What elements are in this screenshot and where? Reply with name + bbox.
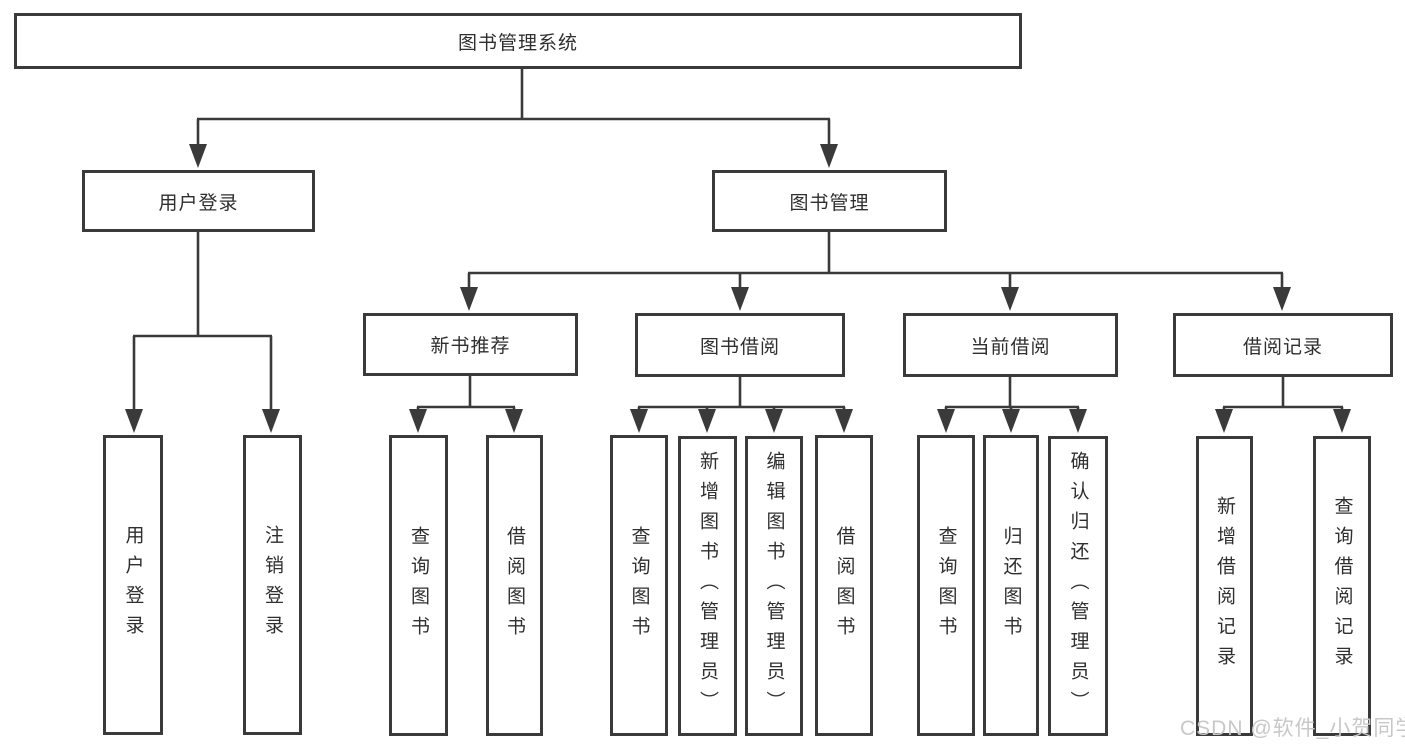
leaf-edit-book-admin-label: 编辑图书（管理员） <box>763 451 785 721</box>
leaf-borrow-book-1: 借阅图书 <box>486 435 543 736</box>
leaf-borrow-book-2-label: 借阅图书 <box>833 525 855 646</box>
leaf-edit-book-admin: 编辑图书（管理员） <box>745 436 803 736</box>
node-new-book-recommend: 新书推荐 <box>363 313 578 376</box>
leaf-query-borrow-record: 查询借阅记录 <box>1313 436 1371 736</box>
leaf-add-book-admin-label: 新增图书（管理员） <box>697 451 718 721</box>
csdn-watermark: CSDN @软件_小贺同学 <box>1180 717 1405 740</box>
leaf-query-book-1-label: 查询图书 <box>408 525 429 646</box>
leaf-confirm-return-admin: 确认归还（管理员） <box>1048 436 1108 736</box>
leaf-borrow-book-2: 借阅图书 <box>815 435 873 736</box>
leaf-query-book-3-label: 查询图书 <box>935 525 957 646</box>
leaf-query-borrow-record-label: 查询借阅记录 <box>1331 496 1353 676</box>
leaf-user-login-label: 用户登录 <box>122 525 144 645</box>
leaf-borrow-book-1-label: 借阅图书 <box>504 525 525 646</box>
node-current-borrow: 当前借阅 <box>903 313 1118 377</box>
arrowheads <box>125 144 1351 433</box>
leaf-user-login: 用户登录 <box>103 435 163 735</box>
leaf-logout-label: 注销登录 <box>262 525 283 645</box>
node-borrow-records: 借阅记录 <box>1173 313 1393 377</box>
node-user-login: 用户登录 <box>82 170 315 232</box>
node-book-borrow: 图书借阅 <box>635 313 845 377</box>
node-root: 图书管理系统 <box>14 13 1022 69</box>
leaf-add-borrow-record-label: 新增借阅记录 <box>1214 496 1235 676</box>
leaf-return-book: 归还图书 <box>983 435 1039 736</box>
leaf-confirm-return-admin-label: 确认归还（管理员） <box>1067 451 1089 721</box>
leaf-logout: 注销登录 <box>243 435 302 735</box>
leaf-query-book-1: 查询图书 <box>389 435 448 736</box>
leaf-add-borrow-record: 新增借阅记录 <box>1196 436 1253 736</box>
leaf-query-book-3: 查询图书 <box>917 435 975 736</box>
leaf-query-book-2-label: 查询图书 <box>628 525 650 646</box>
node-book-management: 图书管理 <box>712 170 947 232</box>
leaf-query-book-2: 查询图书 <box>610 435 668 736</box>
leaf-add-book-admin: 新增图书（管理员） <box>678 436 737 736</box>
leaf-return-book-label: 归还图书 <box>1000 525 1022 646</box>
